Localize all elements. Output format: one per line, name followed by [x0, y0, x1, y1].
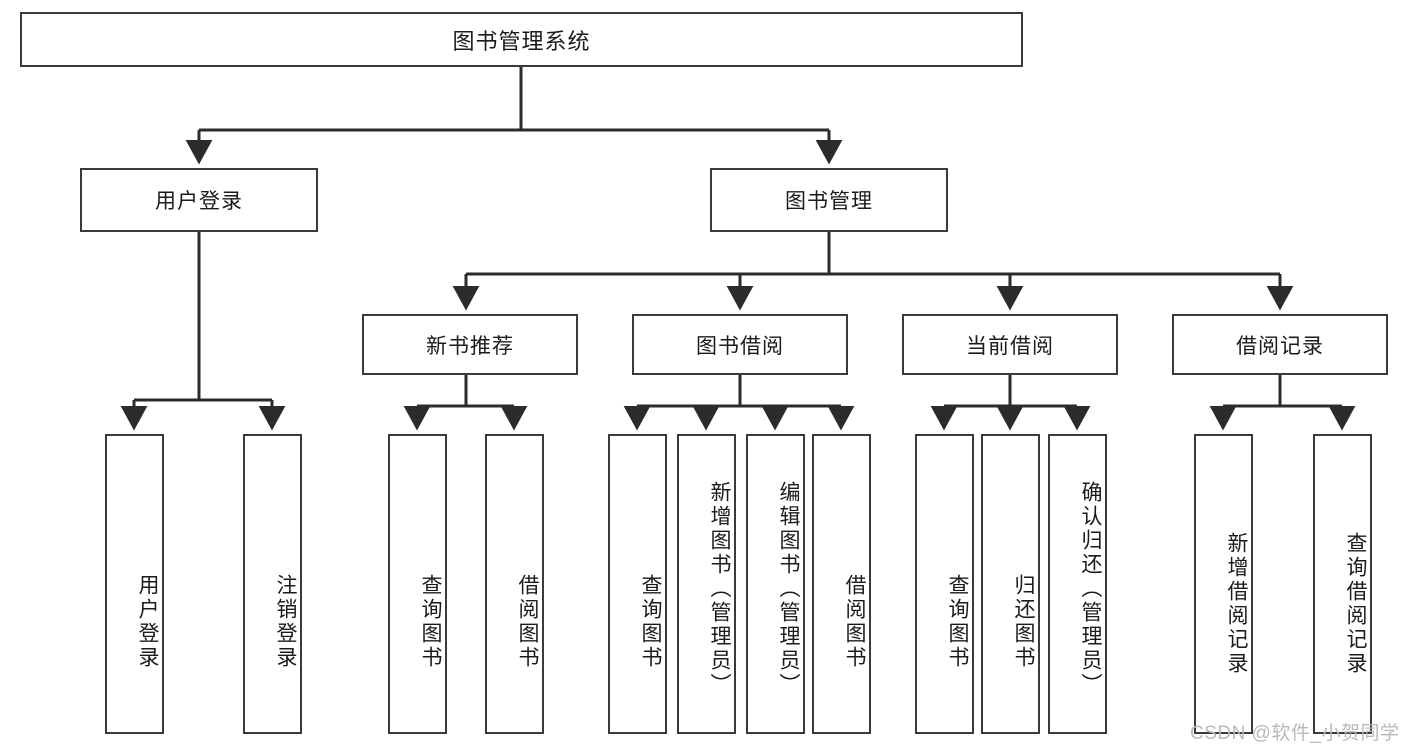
node-root[interactable]: 图书管理系统	[20, 12, 1023, 67]
node-leaf-user-login-label: 用户登录	[136, 574, 159, 670]
node-leaf-user-logout[interactable]: 注销登录	[243, 434, 302, 734]
node-new-book-recommend-label: 新书推荐	[426, 334, 514, 358]
node-book-borrow-label: 图书借阅	[696, 334, 784, 358]
node-leaf-query-book-borrow[interactable]: 查询图书	[608, 434, 667, 734]
node-current-borrow-label: 当前借阅	[966, 334, 1054, 358]
node-leaf-query-book-borrow-label: 查询图书	[639, 574, 662, 670]
node-new-book-recommend[interactable]: 新书推荐	[362, 314, 578, 375]
node-user-login-label: 用户登录	[155, 190, 243, 213]
node-user-login[interactable]: 用户登录	[80, 168, 318, 232]
csdn-watermark: CSDN @软件_小贺同学	[1190, 723, 1400, 744]
node-leaf-add-book-admin-label: 新增图书（管理员）	[708, 481, 731, 697]
node-leaf-borrow-book-rec[interactable]: 借阅图书	[485, 434, 544, 734]
node-leaf-edit-book-admin[interactable]: 编辑图书（管理员）	[746, 434, 805, 734]
node-leaf-query-book-current[interactable]: 查询图书	[915, 434, 974, 734]
node-leaf-query-borrow-record[interactable]: 查询借阅记录	[1313, 434, 1372, 734]
node-leaf-confirm-return-admin-label: 确认归还（管理员）	[1079, 481, 1102, 697]
node-book-management-label: 图书管理	[785, 190, 873, 213]
node-current-borrow[interactable]: 当前借阅	[902, 314, 1118, 375]
node-leaf-query-book-rec-label: 查询图书	[419, 574, 442, 670]
node-leaf-confirm-return-admin[interactable]: 确认归还（管理员）	[1048, 434, 1107, 734]
node-borrow-record[interactable]: 借阅记录	[1172, 314, 1388, 375]
node-leaf-user-logout-label: 注销登录	[274, 574, 297, 670]
node-leaf-query-book-rec[interactable]: 查询图书	[388, 434, 447, 734]
node-leaf-edit-book-admin-label: 编辑图书（管理员）	[777, 481, 800, 697]
node-leaf-add-borrow-record[interactable]: 新增借阅记录	[1194, 434, 1253, 734]
node-leaf-return-book[interactable]: 归还图书	[981, 434, 1040, 734]
node-borrow-record-label: 借阅记录	[1236, 334, 1324, 358]
node-leaf-add-borrow-record-label: 新增借阅记录	[1225, 532, 1248, 676]
node-leaf-user-login[interactable]: 用户登录	[105, 434, 164, 734]
node-leaf-add-book-admin[interactable]: 新增图书（管理员）	[677, 434, 736, 734]
node-book-management[interactable]: 图书管理	[710, 168, 948, 232]
node-leaf-query-book-current-label: 查询图书	[946, 574, 969, 670]
node-leaf-borrow-book-rec-label: 借阅图书	[516, 574, 539, 670]
node-book-borrow[interactable]: 图书借阅	[632, 314, 848, 375]
node-leaf-borrow-book[interactable]: 借阅图书	[812, 434, 871, 734]
node-leaf-borrow-book-label: 借阅图书	[843, 574, 866, 670]
node-root-label: 图书管理系统	[452, 28, 591, 54]
node-leaf-return-book-label: 归还图书	[1012, 574, 1035, 670]
node-leaf-query-borrow-record-label: 查询借阅记录	[1344, 532, 1367, 676]
